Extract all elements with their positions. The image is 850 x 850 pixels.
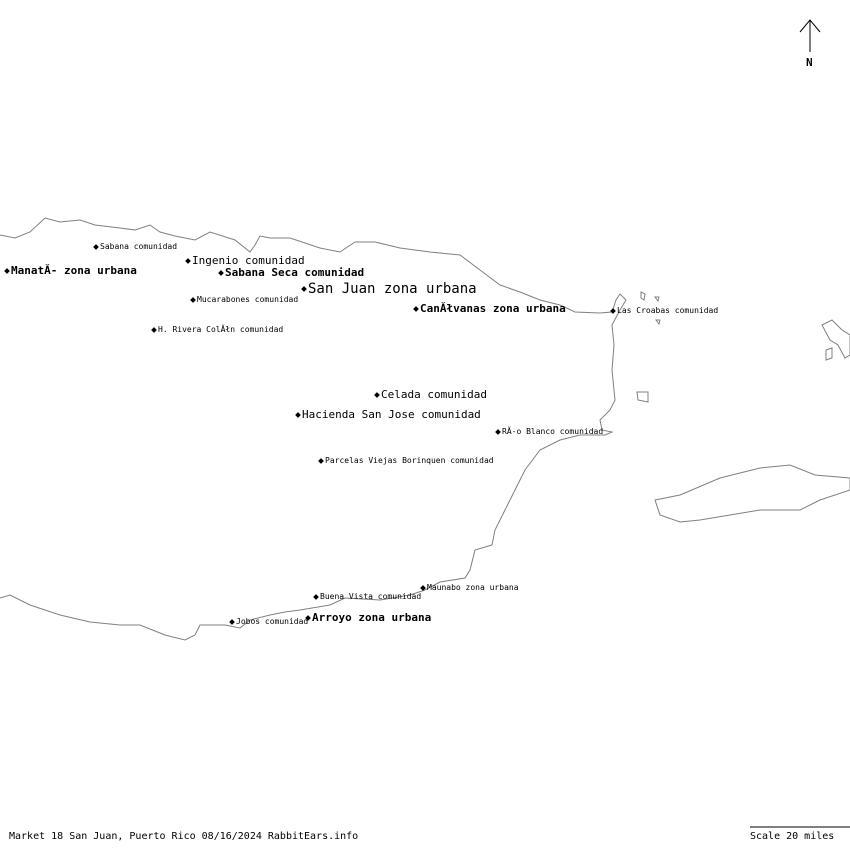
place-label: ManatĂ- zona urbana	[4, 265, 137, 276]
map-caption: Market 18 San Juan, Puerto Rico 08/16/20…	[9, 831, 359, 842]
place-label: San Juan zona urbana	[301, 282, 477, 296]
place-label: H. Rivera ColĂłn comunidad	[151, 326, 283, 334]
place-label: Hacienda San Jose comunidad	[295, 409, 481, 420]
place-label: Celada comunidad	[374, 389, 487, 400]
place-label: Sabana comunidad	[93, 243, 177, 251]
scale-label: Scale 20 miles	[750, 831, 835, 842]
islet	[640, 291, 646, 301]
place-label: Mucarabones comunidad	[190, 296, 298, 304]
culebra-island	[821, 319, 850, 359]
place-label: Sabana Seca comunidad	[218, 267, 364, 278]
place-label: Las Croabas comunidad	[610, 307, 718, 315]
place-label: Ingenio comunidad	[185, 255, 305, 266]
islet	[654, 296, 660, 303]
place-label: RĂ-o Blanco comunidad	[495, 428, 603, 436]
islet	[825, 347, 833, 361]
place-label: Jobos comunidad	[229, 618, 308, 626]
puerto-rico-coast	[0, 217, 627, 641]
islet	[655, 319, 661, 326]
islet	[636, 391, 649, 403]
vieques-island	[654, 464, 850, 523]
north-arrow-head	[799, 19, 821, 33]
place-label: Buena Vista comunidad	[313, 593, 421, 601]
place-label: Parcelas Viejas Borinquen comunidad	[318, 457, 494, 465]
place-label: Maunabo zona urbana	[420, 584, 519, 592]
north-label: N	[806, 56, 813, 69]
place-label: Arroyo zona urbana	[305, 612, 431, 623]
place-label: CanĂłvanas zona urbana	[413, 303, 566, 314]
